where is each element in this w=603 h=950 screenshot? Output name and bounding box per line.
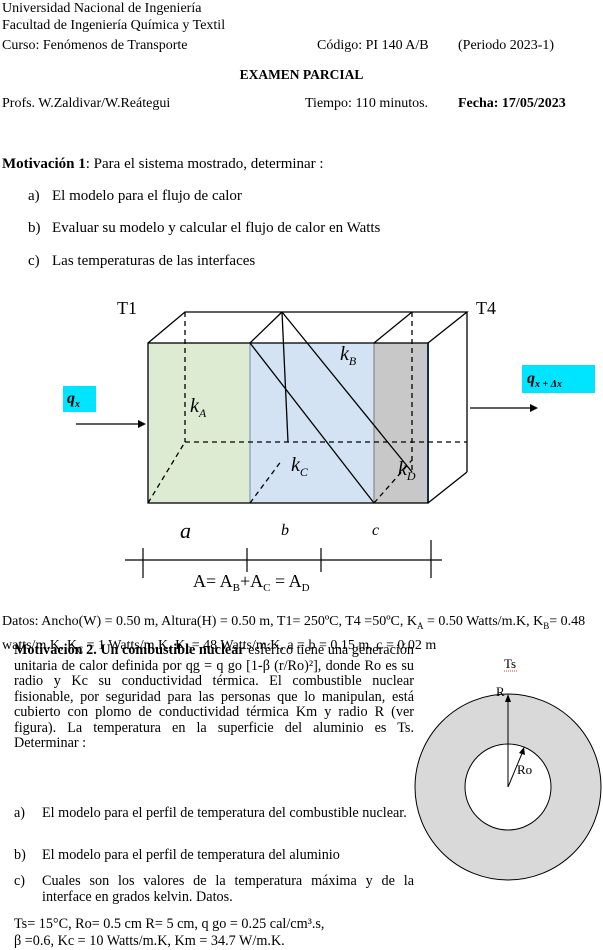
list-item-text: Evaluar su modelo y calcular el flujo de…: [52, 220, 381, 236]
datos-motivacion2-line2: β =0.6, Kc = 10 Watts/m.K, Km = 34.7 W/m…: [14, 933, 285, 949]
label-kb: kB: [340, 343, 357, 368]
list-item: c) Cuales son los valores de la temperat…: [14, 873, 414, 905]
label-a: a: [180, 518, 191, 543]
motivacion1-label: Motivación 1: [2, 156, 86, 172]
label-t4: T4: [476, 298, 496, 318]
motivacion1-heading: Motivación 1: Para el sistema mostrado, …: [2, 156, 324, 173]
motivacion1-intro: : Para el sistema mostrado, determinar :: [85, 156, 324, 172]
university-name: Universidad Nacional de Ingeniería: [2, 1, 202, 16]
period: (Periodo 2023-1): [458, 38, 555, 53]
label-kd: kD: [398, 458, 416, 483]
label-t1: T1: [117, 298, 137, 318]
motivacion2-body: esférico tiene una generación unitaria d…: [14, 642, 415, 751]
datos-motivacion2-line1: Ts= 15°C, Ro= 0.5 cm R= 5 cm, q go = 0.2…: [14, 916, 325, 932]
label-kc: kC: [291, 454, 309, 479]
exam-title: EXAMEN PARCIAL: [239, 67, 364, 82]
label-ka: kA: [190, 395, 207, 420]
label-r: R: [496, 684, 505, 699]
exam-date: Fecha: 17/05/2023: [458, 96, 566, 111]
slab-a: [147, 342, 251, 504]
label-ts: Ts: [504, 656, 516, 671]
course-code: Código: PI 140 A/B: [317, 38, 429, 53]
area-equation: A= AB+AC = AD: [193, 571, 310, 594]
course-name: Curso: Fenómenos de Transporte: [2, 38, 188, 53]
list-item: b) El modelo para el perfil de temperatu…: [14, 847, 340, 863]
item-letter: a): [28, 188, 40, 204]
qx-tag: qx: [63, 386, 96, 412]
sphere-figure: Ts R Ro: [414, 656, 602, 881]
motivacion2-text: Motivación 2. Un combustible nuclear esf…: [14, 642, 415, 752]
exam-time: Tiempo: 110 minutos.: [305, 96, 429, 111]
label-c: c: [372, 522, 379, 539]
list-item: b): [28, 220, 41, 237]
list-item-text: El modelo para el flujo de calor: [52, 188, 242, 204]
item-letter: c): [28, 253, 40, 269]
list-item: a): [28, 188, 40, 205]
faculty-name: Facultad de Ingeniería Química y Textil: [2, 18, 226, 33]
label-b: b: [281, 522, 289, 539]
list-item-text: Las temperaturas de las interfaces: [52, 253, 256, 269]
item-letter: b): [28, 220, 41, 236]
motivacion2-label: Motivación 2. Un combustible nuclear: [14, 642, 245, 658]
label-ro: Ro: [517, 762, 532, 777]
qx-dx-tag: qx + Δx: [522, 365, 595, 393]
list-item: c): [28, 253, 40, 270]
datos-motivacion1: Datos: Ancho(W) = 0.50 m, Altura(H) = 0.…: [2, 614, 586, 655]
composite-wall-figure: T1 T4 kA kB kC kD a b c A= AB+AC = AD: [76, 298, 538, 594]
list-item: a) El modelo para el perfil de temperatu…: [14, 805, 407, 821]
professors: Profs. W.Zaldivar/W.Reátegui: [2, 96, 171, 111]
